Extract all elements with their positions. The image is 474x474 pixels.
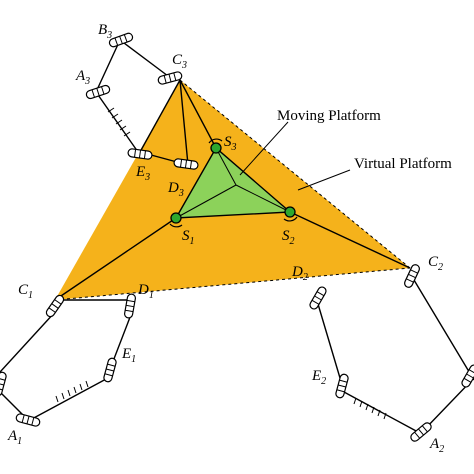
joint-e2 xyxy=(335,373,349,399)
label-c1: C1 xyxy=(18,282,33,301)
moving-platform xyxy=(174,146,292,219)
joint-s3 xyxy=(210,142,222,154)
link-b3-c3 xyxy=(119,39,169,77)
joint-d2 xyxy=(309,286,327,310)
virtual-platform-label: Virtual Platform xyxy=(354,156,452,172)
link-c2-s2 xyxy=(289,211,411,269)
joint-d1 xyxy=(124,293,136,319)
moving-platform-inner-line xyxy=(175,184,237,219)
joint-s2-socket xyxy=(283,216,298,222)
label-c3: C3 xyxy=(172,52,187,71)
link-c3-d3 xyxy=(179,79,189,166)
link-a3-e3 xyxy=(95,91,139,153)
joint-a3 xyxy=(85,84,111,100)
label-s1: S1 xyxy=(182,228,195,247)
joint-s2 xyxy=(284,206,296,218)
joint-d3 xyxy=(173,158,199,170)
joint-s1-socket xyxy=(169,223,183,228)
label-e1: E1 xyxy=(121,346,136,365)
joint-a1 xyxy=(15,413,41,427)
virtual-platform-leader xyxy=(297,169,351,191)
label-a2: A2 xyxy=(429,436,444,455)
label-d1: D1 xyxy=(137,282,154,301)
label-c2: C2 xyxy=(428,254,443,273)
joint-b3 xyxy=(108,32,134,48)
joint-right-edge xyxy=(461,364,474,388)
label-e2: E2 xyxy=(311,368,326,387)
link-c3-e3 xyxy=(139,79,181,153)
joint-c2 xyxy=(404,264,420,288)
joint-c1 xyxy=(45,294,65,318)
link-e1-a1 xyxy=(29,377,109,421)
moving-platform-label: Moving Platform xyxy=(277,108,381,124)
joint-s1 xyxy=(170,212,182,224)
ground-hatch-1 xyxy=(55,380,89,403)
ground-hatch-2 xyxy=(353,397,387,420)
link-c2-lower xyxy=(413,279,474,381)
label-s3: S3 xyxy=(224,134,237,153)
ground-hatch-3 xyxy=(107,107,131,137)
moving-platform-leader xyxy=(239,121,289,176)
label-a3: A3 xyxy=(75,68,90,87)
link-c1-s1 xyxy=(54,217,177,301)
label-b3: B3 xyxy=(98,22,112,41)
link-d2-e2 xyxy=(317,303,341,379)
virtual-platform-dashed-edge xyxy=(179,79,411,269)
link-c1-lower xyxy=(0,311,56,373)
label-d3: D3 xyxy=(167,180,184,199)
joint-e1 xyxy=(103,357,117,383)
label-s2: S2 xyxy=(282,228,295,247)
label-a1: A1 xyxy=(7,428,22,447)
link-b3-a3 xyxy=(95,39,121,93)
link-d1-e1 xyxy=(111,311,133,365)
link-e2-a2 xyxy=(343,391,419,433)
joint-e3 xyxy=(127,148,153,160)
moving-platform-inner-line xyxy=(215,147,237,186)
joint-s3-socket xyxy=(208,138,223,144)
label-d2: D2 xyxy=(291,264,308,283)
joint-c3 xyxy=(157,71,183,85)
link-c3-s3 xyxy=(179,79,217,149)
joint-a2 xyxy=(410,422,432,442)
joint-left-edge xyxy=(0,371,7,397)
label-e3: E3 xyxy=(135,164,150,183)
moving-platform-inner-line xyxy=(235,184,291,213)
